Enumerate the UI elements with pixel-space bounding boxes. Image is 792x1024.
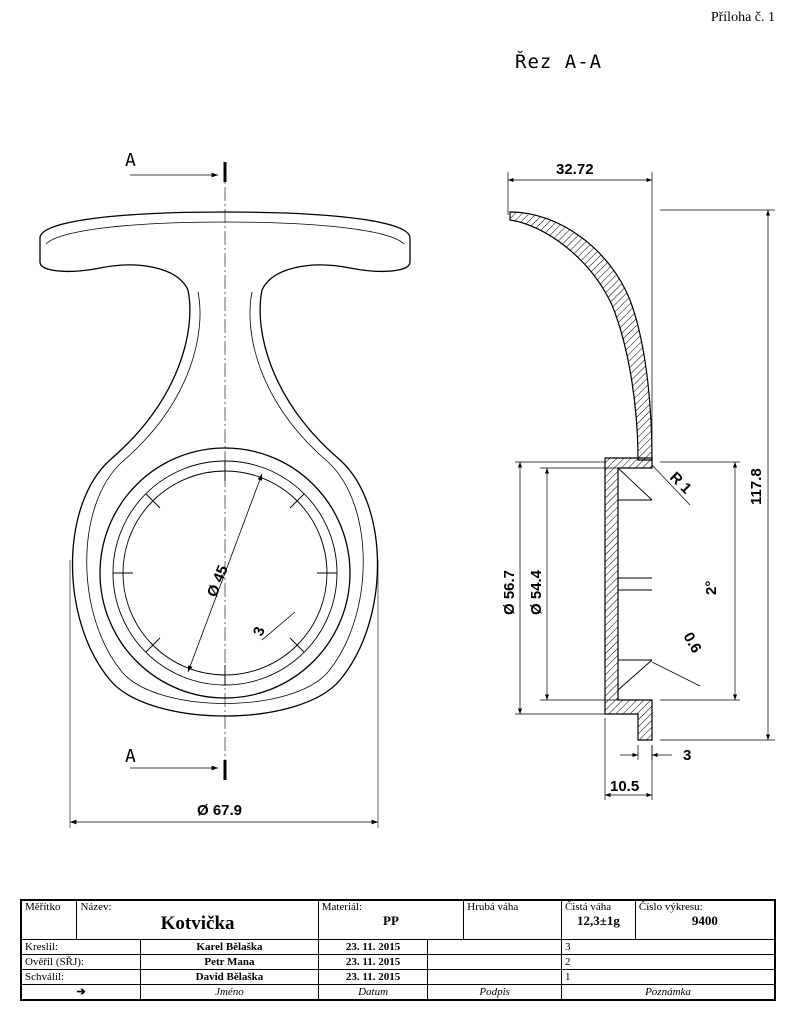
section-title: Řez A-A bbox=[515, 50, 602, 73]
drawing-no-value: 9400 bbox=[691, 913, 718, 928]
dim-height: 117.8 bbox=[748, 468, 765, 505]
table-row: Ověřil (SŘJ): Petr Mana 23. 11. 2015 2 bbox=[20, 954, 776, 970]
dim-angle: 2° bbox=[703, 581, 720, 595]
net-weight-value: 12,3±1g bbox=[576, 913, 620, 928]
part-name: Kotvička bbox=[160, 913, 235, 934]
drawing-no-cell: Číslo výkresu: 9400 bbox=[634, 899, 776, 940]
front-view bbox=[39, 162, 411, 828]
dim-ring-height: 10.5 bbox=[610, 778, 639, 795]
dim-slot: 3 bbox=[250, 624, 269, 638]
dim-outer-d: Ø 56.7 bbox=[501, 570, 518, 615]
dim-hole-diameter: Ø 45 bbox=[204, 563, 232, 600]
section-marker-bottom: A bbox=[125, 746, 136, 767]
footer-row: ➔ Jméno Datum Podpis Poznámka bbox=[20, 984, 776, 1001]
gross-weight-cell: Hrubá váha bbox=[463, 899, 562, 940]
dim-thickness: 0.6 bbox=[680, 630, 705, 657]
dim-flange: 3 bbox=[683, 747, 691, 764]
arrow-icon: ➔ bbox=[20, 984, 142, 1001]
table-row: Schválil: David Bělaška 23. 11. 2015 1 bbox=[20, 969, 776, 985]
dim-outer-diameter: Ø 67.9 bbox=[197, 802, 242, 819]
section-marker-top: A bbox=[125, 150, 136, 171]
dim-inner-d: Ø 54.4 bbox=[528, 569, 545, 615]
dim-depth: 32.72 bbox=[556, 161, 594, 178]
name-cell: Název: Kotvička bbox=[76, 899, 319, 940]
annex-label: Příloha č. 1 bbox=[710, 10, 775, 25]
net-weight-cell: Čistá váha 12,3±1g bbox=[560, 899, 636, 940]
material-value: PP bbox=[383, 913, 399, 928]
section-view bbox=[507, 172, 775, 800]
title-block: Měřítko Název: Kotvička Materiál: PP Hru… bbox=[20, 899, 776, 1001]
dim-radius: R 1 bbox=[666, 469, 695, 498]
scale-cell: Měřítko bbox=[20, 899, 78, 940]
material-cell: Materiál: PP bbox=[317, 899, 465, 940]
technical-drawing: Řez A-A bbox=[39, 50, 775, 828]
table-row: Kreslil: Karel Bělaška 23. 11. 2015 3 bbox=[20, 939, 776, 955]
